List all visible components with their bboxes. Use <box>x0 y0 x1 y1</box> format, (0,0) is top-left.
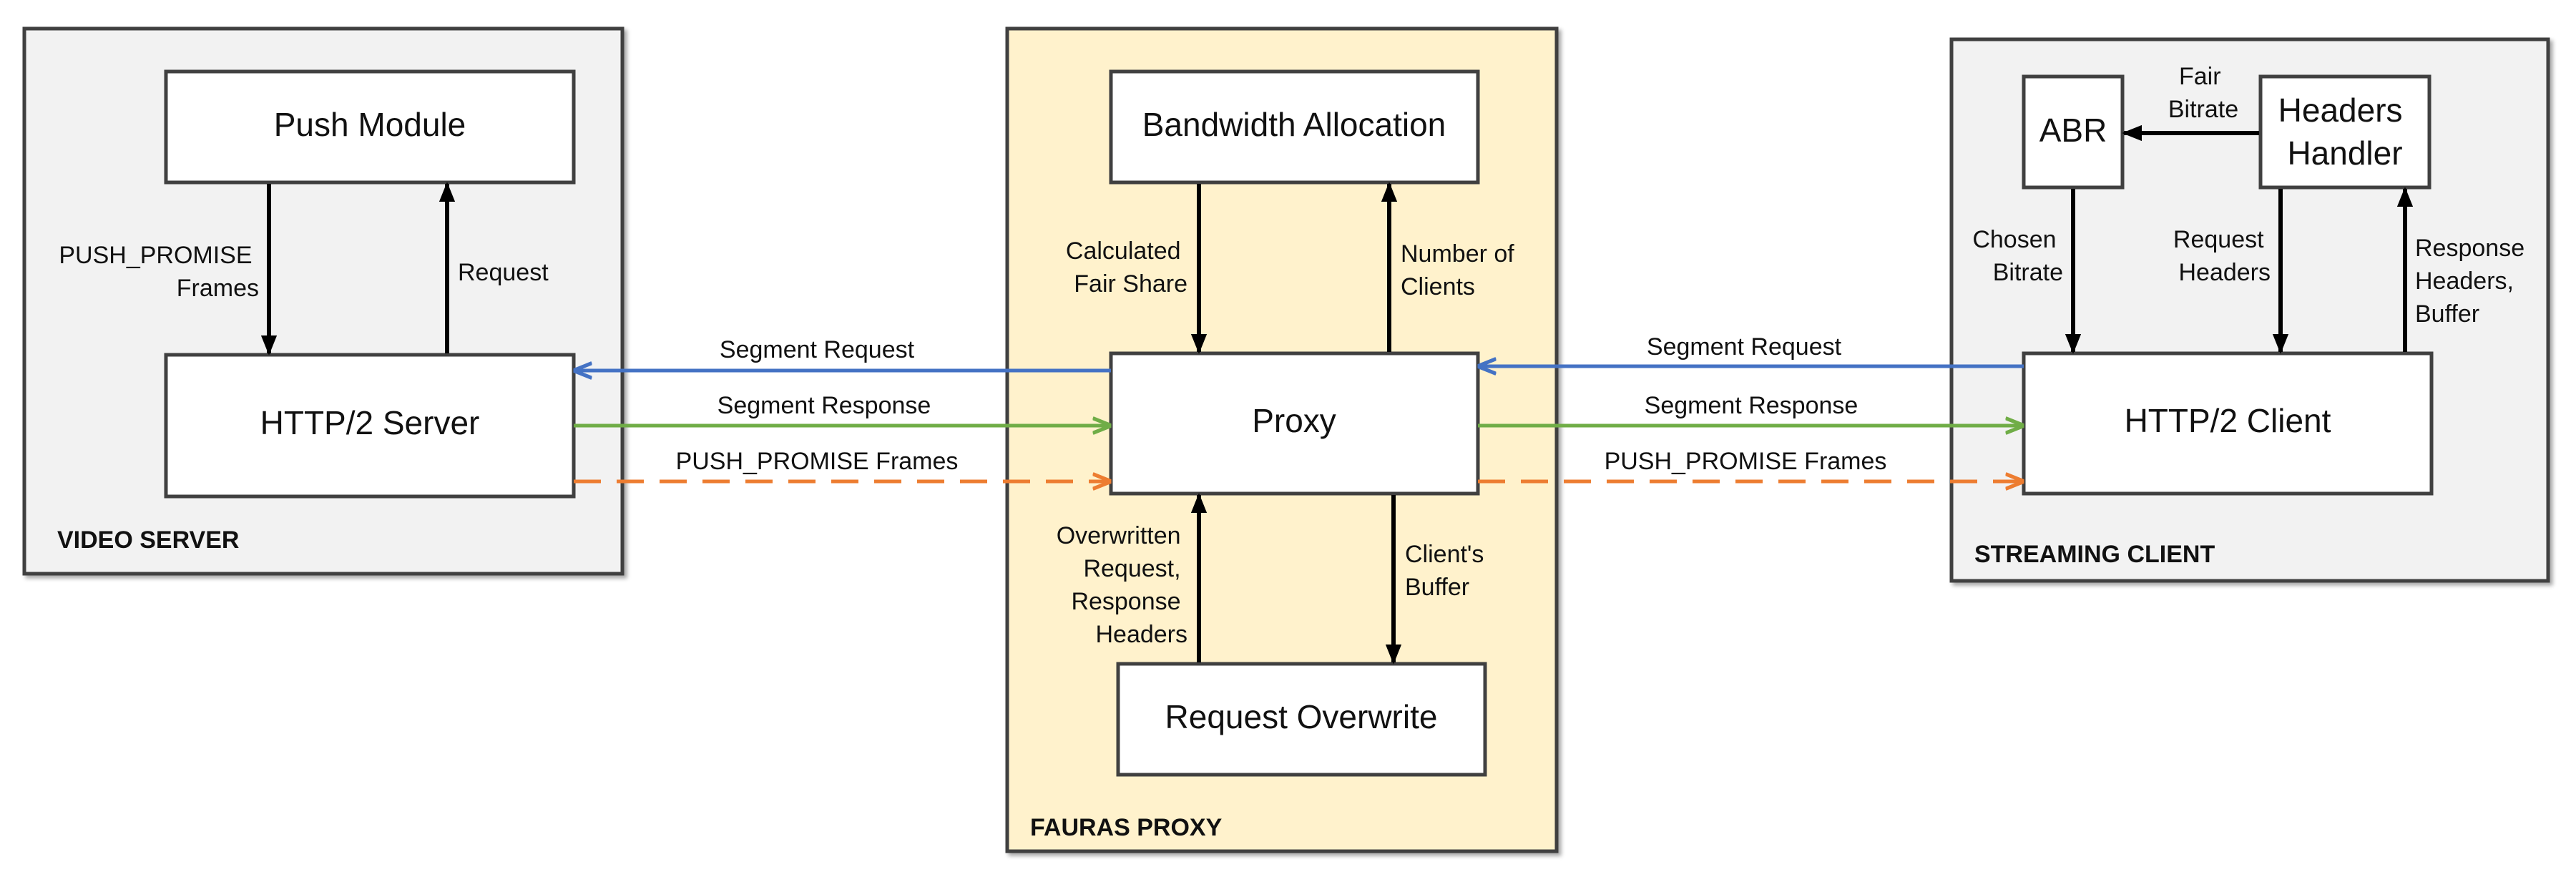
push-promise-right-label: PUSH_PROMISE Frames <box>1605 448 1887 475</box>
abr-label: ABR <box>2039 112 2107 149</box>
number-of-clients-label: Number of Clients <box>1401 240 1521 300</box>
push-promise-frames-label: PUSH_PROMISE Frames <box>59 242 259 302</box>
http2-client-label: HTTP/2 Client <box>2125 402 2331 439</box>
clients-buffer-line-2: Buffer <box>1405 574 1469 601</box>
segment-response-right-label: Segment Response <box>1645 392 1858 419</box>
request-overwrite-label: Request Overwrite <box>1165 698 1438 735</box>
segment-request-right-label: Segment Request <box>1647 333 1842 361</box>
request-label: Request <box>458 259 549 286</box>
push-promise-left-label: PUSH_PROMISE Frames <box>676 448 959 475</box>
clients-buffer-line-1: Client's <box>1405 541 1484 568</box>
headers-handler-label: Headers Handler <box>2278 92 2412 172</box>
overwritten-headers-line-1: Overwritten <box>1057 522 1181 549</box>
push-promise-frames-line-2: Frames <box>177 275 259 302</box>
bandwidth-allocation-label: Bandwidth Allocation <box>1142 106 1446 143</box>
number-of-clients-line-2: Clients <box>1401 273 1475 300</box>
calculated-fair-share-line-1: Calculated <box>1066 237 1181 265</box>
calculated-fair-share-line-2: Fair Share <box>1074 270 1187 298</box>
headers-handler-box <box>2258 74 2431 190</box>
abr-box <box>2022 74 2125 190</box>
video-server-label: VIDEO SERVER <box>57 526 239 554</box>
segment-request-left-label: Segment Request <box>720 336 915 363</box>
fair-bitrate-line-2: Bitrate <box>2168 96 2238 123</box>
overwritten-headers-label: Overwritten Request, Response Headers <box>1057 522 1187 648</box>
request-headers-line-2: Headers <box>2178 259 2271 286</box>
chosen-bitrate-label: Chosen Bitrate <box>1972 226 2063 286</box>
segment-response-left-label: Segment Response <box>718 392 931 419</box>
http2-server-box <box>164 353 576 499</box>
request-headers-line-1: Request <box>2173 226 2264 253</box>
headers-handler-line-2: Handler <box>2287 134 2402 172</box>
chosen-bitrate-line-2: Bitrate <box>1993 259 2063 286</box>
overwritten-headers-line-2: Request, <box>1083 555 1180 582</box>
proxy-box <box>1109 351 1480 496</box>
push-module-label: Push Module <box>274 106 466 143</box>
fair-bitrate-label: Fair Bitrate <box>2168 63 2238 123</box>
request-overwrite-box <box>1116 662 1487 777</box>
http2-server-label: HTTP/2 Server <box>260 404 480 441</box>
push-promise-frames-line-1: PUSH_PROMISE <box>59 242 252 269</box>
response-headers-buffer-line-2: Headers, <box>2415 268 2514 295</box>
calculated-fair-share-label: Calculated Fair Share <box>1066 237 1187 298</box>
response-headers-buffer-line-3: Buffer <box>2415 300 2479 328</box>
response-headers-buffer-label: Response Headers, Buffer <box>2415 235 2532 328</box>
clients-buffer-label: Client's Buffer <box>1405 541 1491 601</box>
overwritten-headers-line-3: Response <box>1071 588 1180 615</box>
fair-bitrate-line-1: Fair <box>2179 63 2221 90</box>
headers-handler-line-1: Headers <box>2278 92 2403 129</box>
proxy-label: Proxy <box>1252 402 1336 439</box>
http2-client-box <box>2022 351 2434 496</box>
chosen-bitrate-line-1: Chosen <box>1972 226 2056 253</box>
overwritten-headers-line-4: Headers <box>1095 621 1187 648</box>
request-headers-label: Request Headers <box>2173 226 2271 286</box>
push-module-box <box>164 69 576 185</box>
fauras-proxy-label: FAURAS PROXY <box>1030 814 1223 841</box>
response-headers-buffer-line-1: Response <box>2415 235 2524 262</box>
number-of-clients-line-1: Number of <box>1401 240 1514 268</box>
bandwidth-allocation-box <box>1109 69 1480 185</box>
streaming-client-label: STREAMING CLIENT <box>1974 541 2215 568</box>
